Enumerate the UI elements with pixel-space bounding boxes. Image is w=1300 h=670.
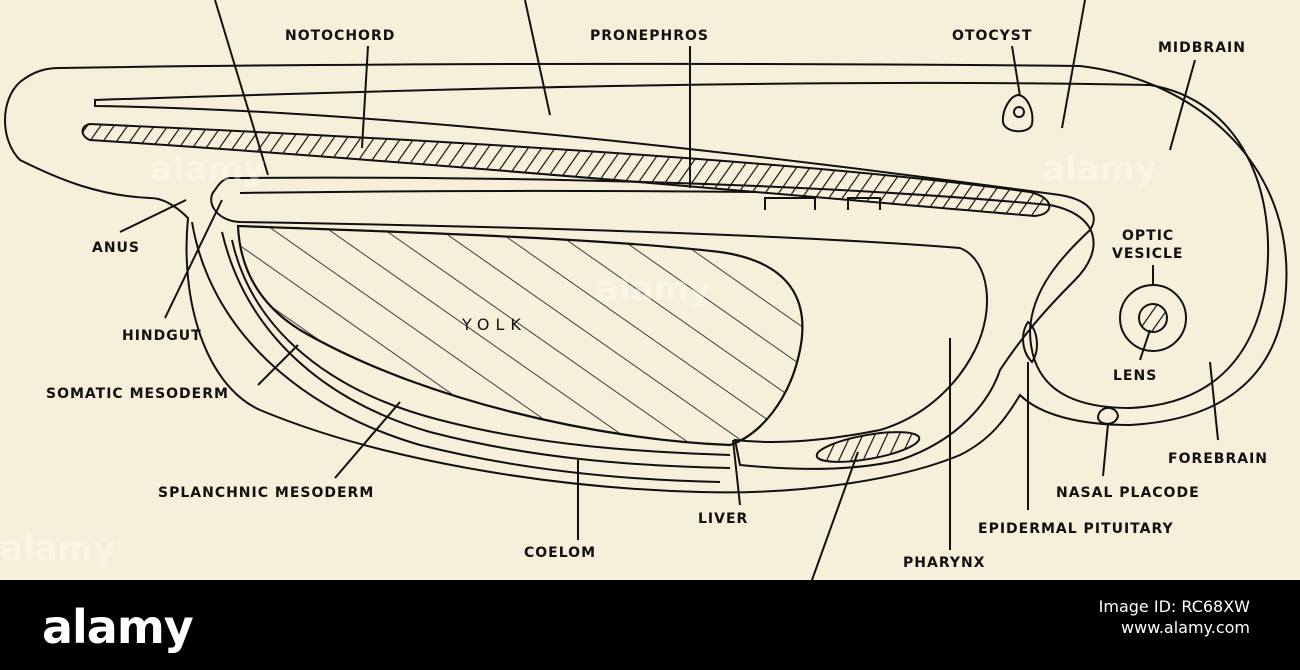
leader-somatic xyxy=(257,344,299,386)
label-optic-2: VESICLE xyxy=(1112,246,1183,262)
leader-bottom-thyroid xyxy=(811,451,859,580)
label-midbrain: MIDBRAIN xyxy=(1158,40,1246,56)
label-anus: ANUS xyxy=(92,240,140,256)
leader-hindgut xyxy=(164,199,223,319)
otocyst xyxy=(1001,93,1034,133)
leader-top-center xyxy=(524,0,551,116)
leader-splanchnic xyxy=(334,401,401,479)
label-coelom: COELOM xyxy=(524,545,596,561)
neural-tube xyxy=(94,81,1269,410)
footer-image-id: Image ID: RC68XW xyxy=(1098,597,1250,616)
leader-anus xyxy=(119,199,187,233)
leader-lens xyxy=(1139,329,1151,361)
lens xyxy=(1138,303,1168,333)
watermark-text: alamy xyxy=(0,529,115,569)
leader-notochord xyxy=(361,45,369,149)
leader-top-right xyxy=(1061,0,1086,129)
label-notochord: NOTOCHORD xyxy=(285,28,395,44)
embryo-diagram: NOTOCHORD PRONEPHROS OTOCYST MIDBRAIN OP… xyxy=(0,0,1288,580)
watermark-text: alamy xyxy=(1042,149,1157,189)
pronephros-duct xyxy=(239,190,756,194)
label-otocyst: OTOCYST xyxy=(952,28,1032,44)
yolk-mass xyxy=(236,224,804,447)
leader-nasal-placode xyxy=(1102,423,1109,477)
label-yolk: YOLK xyxy=(461,315,527,334)
label-forebrain: FOREBRAIN xyxy=(1168,451,1268,467)
pronephros-tubule-2 xyxy=(847,197,881,210)
thyroid-body xyxy=(815,431,921,463)
coelom-inner xyxy=(231,239,731,456)
label-epidermal-pituitary: EPIDERMAL PITUITARY xyxy=(978,521,1174,537)
pronephros-tubule-1 xyxy=(764,197,816,210)
notochord xyxy=(81,122,1051,218)
watermark-text: alamy xyxy=(596,269,711,309)
otocyst-inner xyxy=(1013,106,1025,118)
label-lens: LENS xyxy=(1113,368,1157,384)
label-splanchnic-mesoderm: SPLANCHNIC MESODERM xyxy=(158,485,374,501)
leader-otocyst xyxy=(1011,45,1021,97)
watermark-text: alamy xyxy=(150,149,265,189)
leader-forebrain xyxy=(1209,361,1219,441)
leader-liver xyxy=(732,439,741,506)
footer-logo[interactable]: alamy xyxy=(42,600,194,654)
label-optic-1: OPTIC xyxy=(1122,228,1174,244)
label-pharynx: PHARYNX xyxy=(903,555,985,571)
label-nasal-placode: NASAL PLACODE xyxy=(1056,485,1200,501)
leader-top-left xyxy=(214,0,269,176)
stock-footer-bar: alamy Image ID: RC68XW www.alamy.com xyxy=(0,580,1300,670)
leader-midbrain xyxy=(1169,59,1196,151)
label-pronephros: PRONEPHROS xyxy=(590,28,709,44)
label-liver: LIVER xyxy=(698,511,748,527)
body-outline xyxy=(4,62,1288,494)
nasal-placode xyxy=(1096,407,1120,425)
epidermal-pituitary xyxy=(1022,320,1038,364)
label-somatic-mesoderm: SOMATIC MESODERM xyxy=(46,386,229,402)
footer-site-url[interactable]: www.alamy.com xyxy=(1121,618,1250,637)
somatic-mesoderm xyxy=(191,221,721,483)
splanchnic-mesoderm xyxy=(221,231,731,469)
label-hindgut: HINDGUT xyxy=(122,328,202,344)
